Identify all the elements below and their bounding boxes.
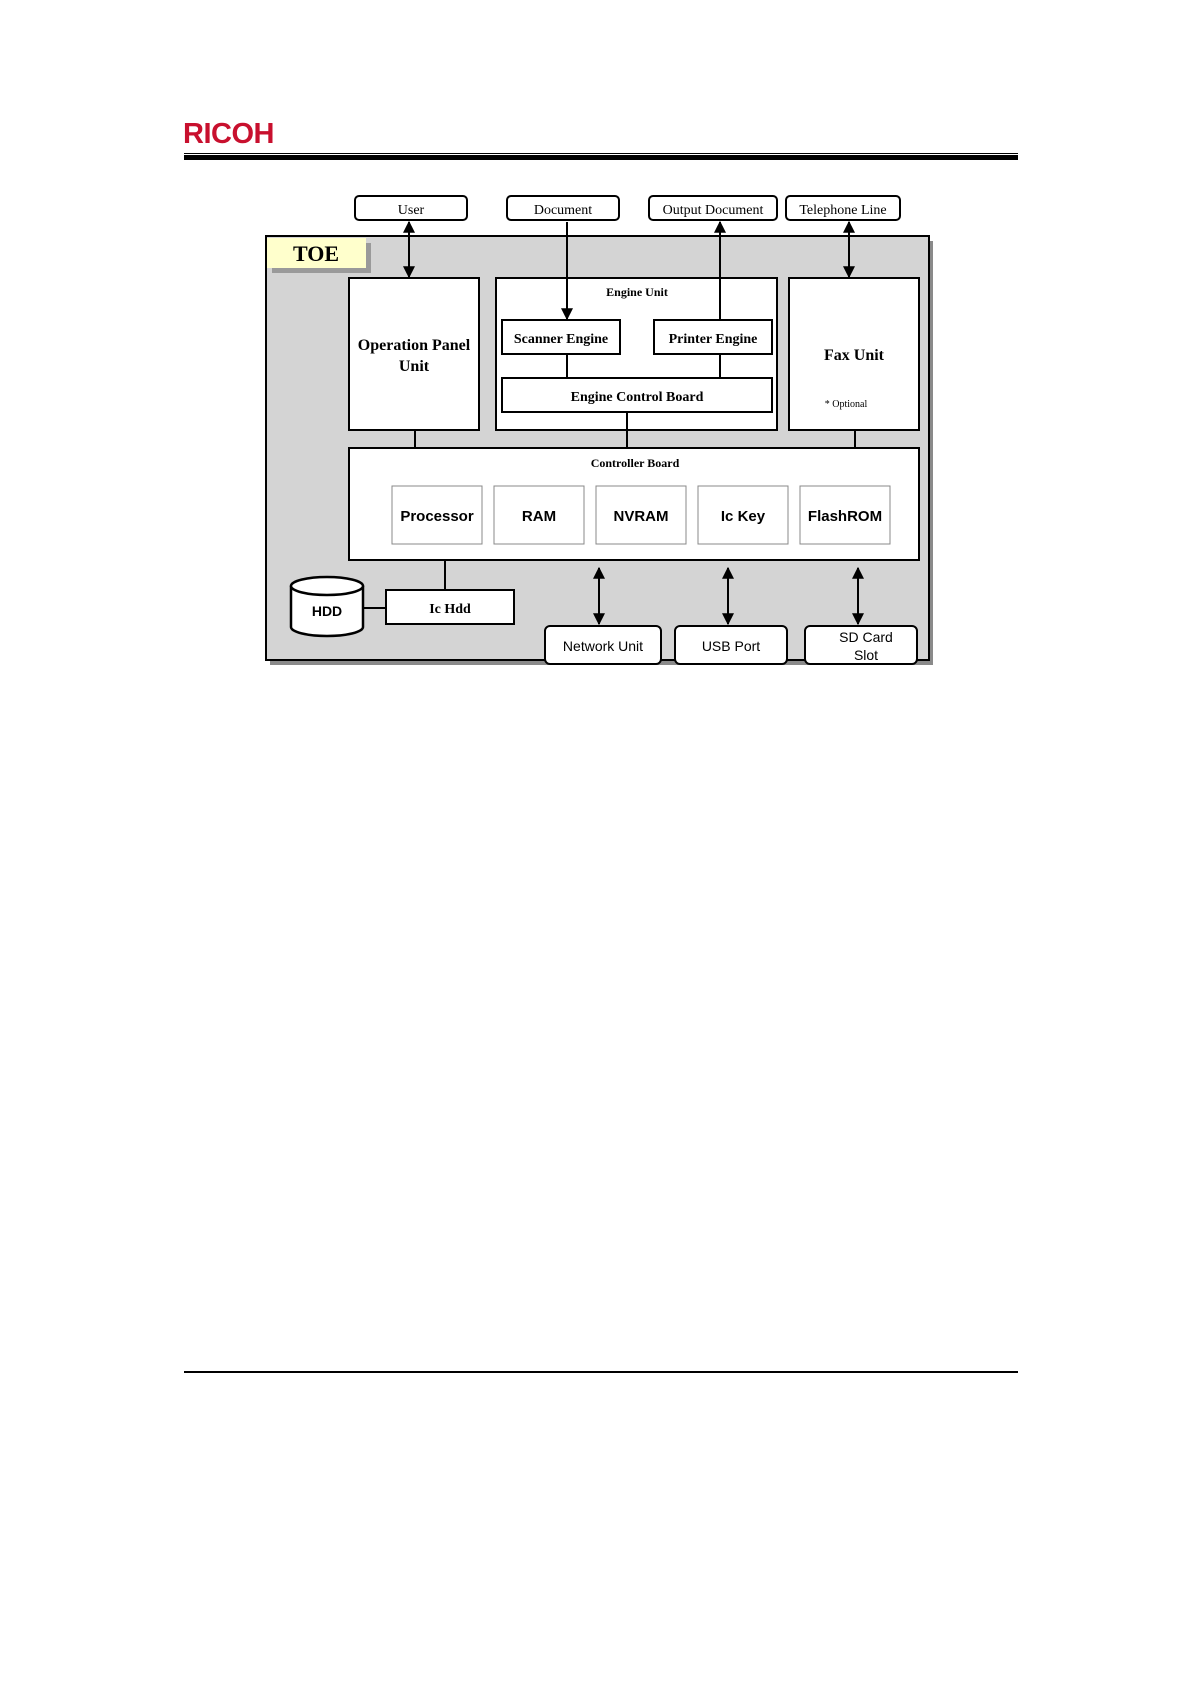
toe-label: TOE	[293, 241, 339, 266]
operation-panel-unit: Operation Panel Unit	[349, 278, 479, 430]
fax-unit-title: Fax Unit	[824, 347, 885, 364]
controller-components: Processor RAM NVRAM Ic Key FlashROM	[392, 486, 890, 544]
sd-card-label-line1: SD Card	[839, 629, 893, 645]
footer-rule	[184, 1371, 1018, 1373]
external-telephone-line-label: Telephone Line	[799, 203, 886, 218]
hdd-label: HDD	[312, 603, 342, 619]
hdd-cylinder: HDD	[291, 577, 363, 636]
usb-port: USB Port	[675, 626, 787, 664]
external-output-document: Output Document	[649, 196, 777, 220]
external-user: User	[355, 196, 467, 220]
component-label-ram: RAM	[522, 508, 556, 525]
network-unit-label: Network Unit	[563, 638, 643, 654]
external-output-document-label: Output Document	[663, 203, 764, 218]
usb-port-label: USB Port	[702, 638, 760, 654]
engine-unit-title: Engine Unit	[606, 285, 668, 299]
external-user-label: User	[398, 203, 425, 218]
ic-hdd-label: Ic Hdd	[429, 602, 471, 617]
ic-hdd: Ic Hdd	[386, 590, 514, 624]
engine-control-board-label: Engine Control Board	[571, 390, 704, 405]
scanner-engine-label: Scanner Engine	[514, 332, 608, 347]
operation-panel-label-line2: Unit	[399, 358, 430, 375]
controller-board-title: Controller Board	[591, 456, 680, 470]
component-label-nvram: NVRAM	[614, 508, 669, 525]
fax-unit-note: * Optional	[825, 399, 868, 410]
sd-card-label-line2: Slot	[854, 647, 878, 663]
component-label-ic-key: Ic Key	[721, 508, 766, 525]
component-label-processor: Processor	[400, 508, 474, 525]
fax-unit: Fax Unit * Optional	[789, 278, 919, 430]
sd-card-slot: SD Card Slot	[805, 626, 917, 664]
external-document: Document	[507, 196, 619, 220]
external-telephone-line: Telephone Line	[786, 196, 900, 220]
network-unit: Network Unit	[545, 626, 661, 664]
operation-panel-label-line1: Operation Panel	[358, 337, 471, 354]
printer-engine-label: Printer Engine	[669, 332, 758, 347]
external-document-label: Document	[534, 203, 592, 218]
component-label-flashrom: FlashROM	[808, 508, 882, 525]
engine-unit: Engine Unit Scanner Engine Printer Engin…	[496, 278, 777, 430]
